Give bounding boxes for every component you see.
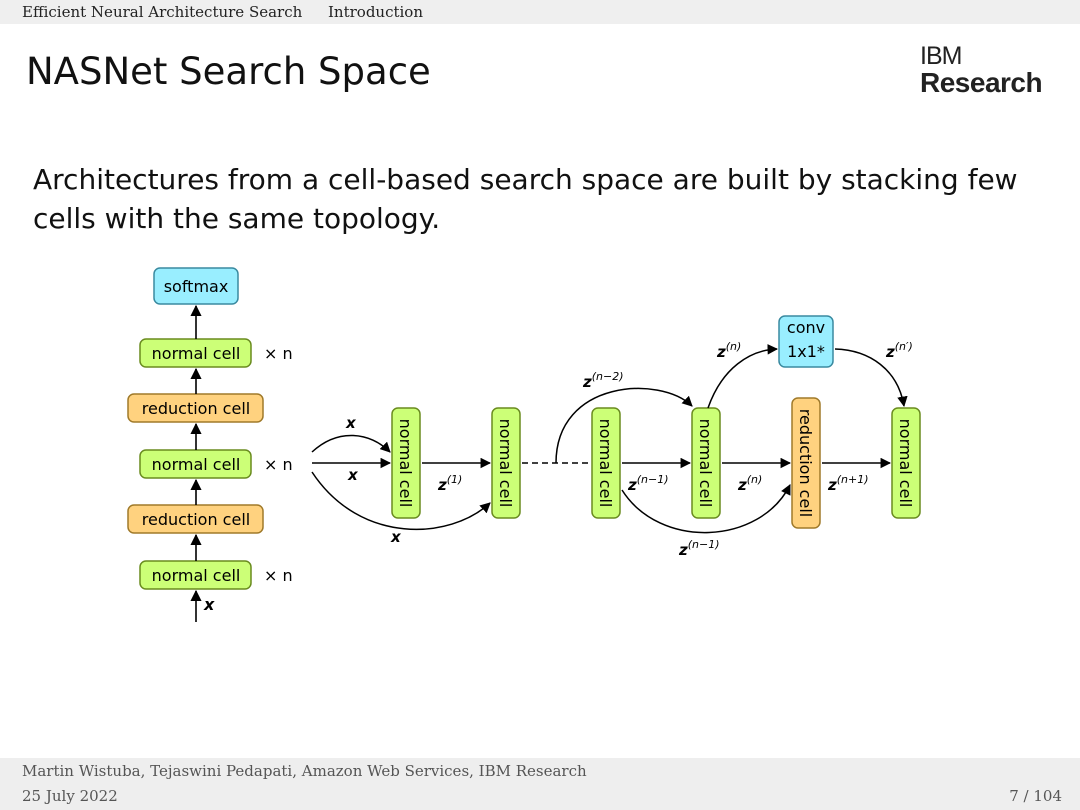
edge-label-z-n-a: z(n): [716, 340, 741, 361]
conv-label-line2: 1x1*: [787, 342, 825, 361]
z-labels: z(1) z(n−2) z(n−1) z(n) z(n) z(n−1) z(n′…: [437, 340, 913, 559]
footer-bar: Martin Wistuba, Tejaswini Pedapati, Amaz…: [0, 758, 1080, 810]
flow-arrows: [311, 344, 908, 534]
stack-normal-cell-2-label: normal cell: [152, 455, 241, 474]
body-text: Architectures from a cell-based search s…: [33, 163, 1018, 235]
header-section[interactable]: Efficient Neural Architecture Search: [22, 3, 303, 21]
flow-normal-cell-5-label: normal cell: [896, 419, 915, 508]
conv-label-line1: conv: [787, 318, 825, 337]
flow-normal-cell-2-label: normal cell: [496, 419, 515, 508]
stack-normal-cell-3-label: normal cell: [152, 344, 241, 363]
stack-reduction-cell-1-label: reduction cell: [142, 510, 250, 529]
cell-flow: normal cell normal cell normal cell norm…: [311, 315, 921, 559]
flow-normal-cell-3-label: normal cell: [596, 419, 615, 508]
footer-page-number: 7 / 104: [1009, 787, 1062, 805]
stack-reduction-cell-2-label: reduction cell: [142, 399, 250, 418]
header-bar: Efficient Neural Architecture Search Int…: [0, 0, 1080, 24]
flow-reduction-cell: [791, 397, 821, 529]
flow-normal-cell-4: [691, 407, 721, 519]
footer-date: 25 July 2022: [22, 787, 118, 805]
slide-title: NASNet Search Space: [26, 50, 431, 93]
stack-times-n-3: × n: [264, 344, 293, 363]
stack-normal-cell-1-label: normal cell: [152, 566, 241, 585]
softmax-label: softmax: [164, 277, 229, 296]
flow-normal-cell-3: [591, 407, 621, 519]
edge-label-x-mid: x: [347, 466, 359, 484]
logo-line2: Research: [920, 67, 1043, 98]
edge-label-z1: z(1): [437, 473, 462, 494]
flow-normal-cell-4-label: normal cell: [696, 419, 715, 508]
flow-normal-cell-2: [491, 407, 521, 519]
edge-label-x-top: x: [345, 414, 357, 432]
edge-label-z-n-b: z(n): [737, 473, 762, 494]
stack-input-label: x: [203, 595, 215, 614]
header-subsection[interactable]: Introduction: [328, 3, 423, 21]
edge-label-z-n-minus-1-b: z(n−1): [678, 538, 720, 559]
conv-box: [778, 315, 834, 368]
edge-label-z-n-minus-2: z(n−2): [582, 370, 624, 391]
cell-stack: softmax normal cell × n reduction cell n…: [127, 267, 293, 622]
flow-reduction-cell-label: reduction cell: [796, 409, 815, 517]
flow-normal-cell-1: [391, 407, 421, 519]
edge-label-z-n-prime: z(n′): [885, 340, 913, 361]
edge-labels: x x x: [345, 414, 402, 546]
softmax-box: [153, 267, 239, 305]
ibm-research-logo: IBM Research: [920, 44, 1060, 97]
flow-normal-cell-5: [891, 407, 921, 519]
edge-label-x-bottom: x: [390, 528, 402, 546]
flow-normal-cell-1-label: normal cell: [396, 419, 415, 508]
stack-times-n-1: × n: [264, 566, 293, 585]
footer-authors: Martin Wistuba, Tejaswini Pedapati, Amaz…: [22, 762, 587, 780]
edge-label-z-n-minus-1-a: z(n−1): [627, 473, 669, 494]
logo-line1: IBM: [920, 42, 962, 70]
stack-times-n-2: × n: [264, 455, 293, 474]
edge-label-z-n-plus-1: z(n+1): [827, 473, 869, 494]
